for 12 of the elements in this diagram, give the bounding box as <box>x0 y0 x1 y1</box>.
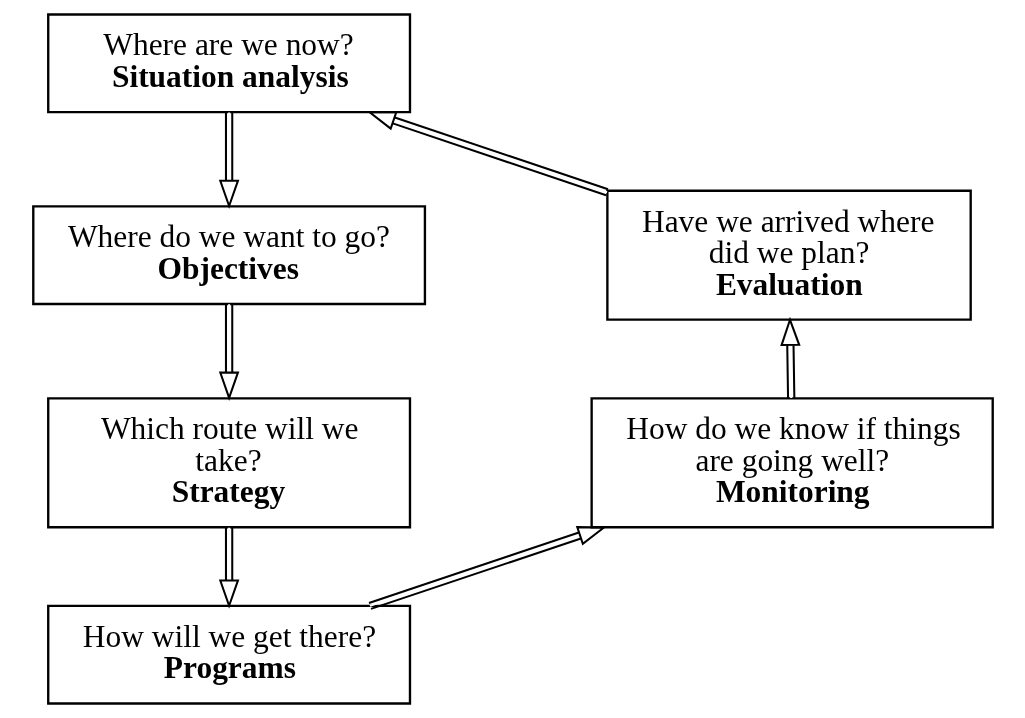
arrow <box>218 112 239 210</box>
arrow <box>779 316 801 399</box>
node-box: Where do we want to go? Objectives <box>31 205 426 306</box>
arrow <box>368 526 607 610</box>
node-box: Which route will we take? Strategy <box>46 397 411 529</box>
node-box: Where are we now? Situation analysis <box>46 13 411 114</box>
node-box: How will we get there? Programs <box>46 604 411 705</box>
node-box: Have we arrived where did we plan? Evaluation <box>605 189 972 321</box>
node-box: How do we know if things are going well? Monitoring <box>589 397 994 529</box>
arrow <box>218 304 239 401</box>
arrow <box>366 110 608 197</box>
arrow <box>218 527 239 609</box>
